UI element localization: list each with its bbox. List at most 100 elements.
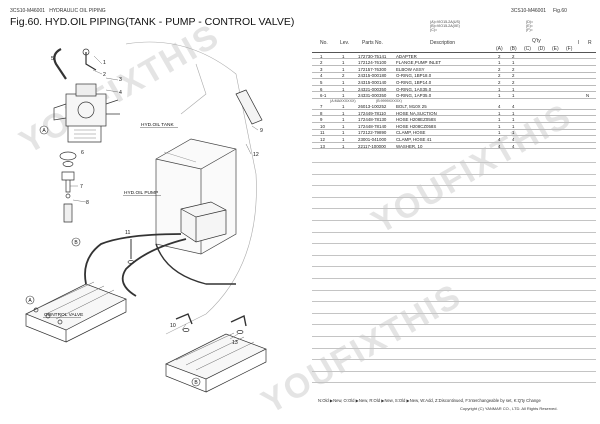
cell-no: 13 — [320, 143, 325, 149]
cell-lev: 1 — [342, 60, 345, 66]
footer-copyright: Copyright (C) YANMAR CO., LTD. All Right… — [460, 406, 558, 411]
col-header-a: (A) — [496, 46, 503, 52]
cell-qty-b: 2 — [512, 79, 515, 85]
cell-parts-no: 23001-041000 — [358, 136, 387, 142]
cell-lev: 2 — [342, 73, 345, 79]
cell-qty-b: 1 — [512, 93, 515, 99]
cell-description: HOSE NA,SUCTION — [396, 110, 437, 116]
cell-no: 8 — [320, 110, 323, 116]
callout-6: 6 — [81, 150, 84, 156]
cell-qty-a: 4 — [498, 143, 501, 149]
model-notes-b: (D)= (E)= (F)= — [526, 20, 533, 33]
label-control-valve: CONTROL VALVE — [44, 312, 83, 318]
cell-no: 3 — [320, 66, 323, 72]
serial-note-right: (B:9999XXXXX) — [376, 98, 402, 103]
empty-row-line — [312, 370, 596, 372]
cell-lev: 1 — [342, 66, 345, 72]
cell-qty-b: 4 — [512, 143, 515, 149]
col-header-no: No. — [320, 40, 328, 46]
cell-lev: 1 — [342, 143, 345, 149]
cell-parts-no: 24315-000180 — [358, 73, 387, 79]
cell-qty-b: 4 — [512, 136, 515, 142]
empty-row-line — [312, 243, 596, 245]
cell-lev: 1 — [342, 53, 345, 59]
cell-qty-a: 4 — [498, 136, 501, 142]
cell-qty-b: 1 — [512, 86, 515, 92]
col-header-c: (C) — [524, 46, 531, 52]
cell-qty-a: 1 — [498, 60, 501, 66]
callout-3: 3 — [119, 77, 122, 83]
empty-row-line — [312, 278, 596, 279]
callout-1: 1 — [103, 60, 106, 66]
cell-qty-a: 1 — [498, 110, 501, 116]
callout-a-2: A — [28, 298, 32, 304]
cell-qty-a: 2 — [498, 79, 501, 85]
empty-row-line — [312, 208, 596, 210]
empty-row-line — [312, 289, 596, 291]
header-code-right: 3CS10-M46001 — [511, 8, 547, 14]
cell-lev: 1 — [342, 93, 345, 99]
empty-row-line — [312, 266, 596, 268]
cell-qty-b: 1 — [512, 60, 515, 66]
empty-row-line — [312, 382, 596, 384]
cell-no: 2 — [320, 60, 323, 66]
header-rule — [312, 52, 596, 53]
cell-description: CLAMP, HOSE 41 — [396, 136, 432, 142]
cell-qty-a: 1 — [498, 123, 501, 129]
header-left: 3CS10-M46001 HYDRAULIC OIL PIPING — [10, 8, 106, 14]
cell-qty-b: 2 — [512, 66, 515, 72]
serial-note-left: (A:MAXXXXXX) — [330, 98, 356, 103]
cell-qty-b: 1 — [512, 123, 515, 129]
empty-row-line — [312, 185, 596, 187]
callout-a-1: A — [42, 128, 46, 134]
cell-parts-no: 172122-79890 — [358, 130, 387, 136]
empty-row-line — [312, 220, 596, 221]
callout-7: 7 — [80, 184, 83, 190]
cell-no: 11 — [320, 130, 325, 136]
header-right: 3CS10-M46001 Fig.60 — [511, 8, 567, 14]
cell-parts-no: 22117-100000 — [358, 143, 386, 149]
cell-parts-no: 24331-000350 — [358, 93, 387, 99]
cell-qty-b: 1 — [512, 110, 515, 116]
cell-no: 12 — [320, 136, 325, 142]
cell-parts-no: 24315-000140 — [358, 79, 387, 85]
col-header-f: (F) — [566, 46, 573, 52]
model-note: (F)= — [526, 28, 533, 33]
empty-row-line — [312, 196, 596, 198]
cell-lev: 1 — [342, 79, 345, 85]
cell-lev: 1 — [342, 117, 345, 123]
col-header-i: I — [578, 40, 580, 46]
cell-no: 7 — [320, 103, 323, 109]
empty-row-line — [312, 301, 596, 303]
cell-description: CLAMP, HOSE — [396, 130, 426, 136]
cell-qty-b: 2 — [512, 73, 515, 79]
cell-qty-b: 4 — [512, 103, 515, 109]
empty-row-line — [312, 347, 596, 349]
col-header-description: Description — [430, 40, 456, 46]
cell-lev: 1 — [342, 103, 345, 109]
cell-parts-no: 26013-100252 — [358, 103, 387, 109]
col-header-parts-no: Parts No. — [362, 40, 383, 46]
cell-no: 6-1 — [320, 93, 327, 99]
cell-lev: 1 — [342, 123, 345, 129]
cell-description: ELBOW ASSY — [396, 66, 425, 72]
cell-qty-a: 1 — [498, 130, 501, 136]
callout-b-2: B — [194, 380, 198, 386]
model-note: (A)=VIO15-2A(US) — [430, 20, 461, 24]
cell-qty-a: 1 — [498, 93, 501, 99]
cell-description: FLANGE,PUMP INLET — [396, 60, 442, 66]
empty-row-line — [312, 324, 596, 326]
cell-no: 4 — [320, 73, 323, 79]
cell-qty-a: 2 — [498, 53, 501, 59]
cell-description: O-RING, 1BP14.0 — [396, 79, 432, 85]
callout-4: 4 — [119, 90, 122, 96]
empty-row-line — [312, 173, 596, 175]
cell-description: HOSE H208EZ058S — [396, 117, 437, 123]
